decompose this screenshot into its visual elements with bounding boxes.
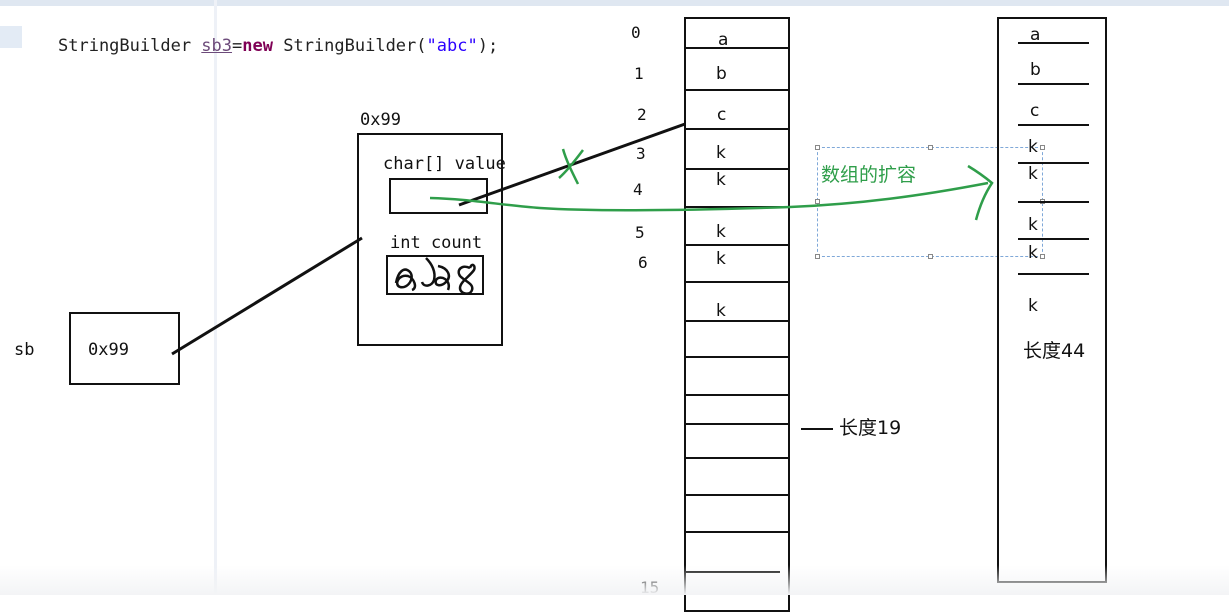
- array1-cell: k: [716, 301, 726, 321]
- array1-index: 1: [634, 64, 644, 83]
- window-top-bar: [0, 0, 1229, 6]
- array1-index: 3: [636, 144, 646, 163]
- array1-row-line: [684, 47, 790, 49]
- array1-row-line: [684, 494, 790, 496]
- selection-handle: [815, 254, 820, 259]
- array1-cell: k: [716, 222, 726, 242]
- array1-row-line: [684, 206, 790, 208]
- selection-handle: [928, 145, 933, 150]
- array1-length-label: 长度19: [839, 417, 902, 439]
- selection-handle: [815, 199, 820, 204]
- cross-out-mark: [558, 148, 584, 185]
- code-variable: sb3: [201, 36, 233, 56]
- array1-cell: k: [716, 249, 726, 269]
- array2-cell: b: [1030, 60, 1041, 80]
- array2-row-line: [1018, 162, 1089, 164]
- array2-cell: k: [1028, 164, 1038, 184]
- array1-cell: c: [717, 105, 727, 125]
- array1-row-line: [684, 531, 790, 533]
- array1-cell: a: [718, 30, 729, 50]
- code-type: StringBuilder: [58, 36, 202, 56]
- array1-index: 2: [637, 105, 647, 124]
- array1-row-line: [684, 356, 790, 358]
- editor-margin-line: [214, 0, 217, 595]
- selection-handle: [1040, 254, 1045, 259]
- selection-handle: [928, 254, 933, 259]
- selection-handle: [1040, 145, 1045, 150]
- array1-row-line: [684, 457, 790, 459]
- editor-gutter-marker: [0, 26, 22, 48]
- array2-row-line: [1018, 42, 1089, 44]
- drawing-overlay: [171, 122, 994, 356]
- array1-cell: k: [716, 143, 726, 163]
- array2-cell: k: [1028, 296, 1038, 316]
- length-pointer-dash: [801, 428, 833, 430]
- sb-label: sb: [14, 340, 35, 360]
- field-int-count: int count: [390, 233, 483, 253]
- code-line: StringBuilder sb3=new StringBuilder("abc…: [58, 36, 498, 56]
- code-string: "abc": [426, 36, 478, 56]
- array1-row-line: [684, 168, 790, 170]
- array1-cell: k: [716, 170, 726, 190]
- code-end: );: [477, 36, 499, 56]
- array1-index: 6: [638, 253, 648, 272]
- array2-cell: k: [1028, 243, 1038, 263]
- array1-row-line: [684, 128, 790, 130]
- array1-index: 5: [635, 223, 645, 242]
- array2-row-line: [1018, 238, 1089, 240]
- scribble-old-count: [394, 268, 417, 292]
- array2-row-line: [1018, 83, 1089, 85]
- expansion-arrow: [429, 181, 989, 212]
- object-address: 0x99: [360, 110, 401, 130]
- array1-row-line: [684, 89, 790, 91]
- field-char-value: char[] value: [383, 154, 506, 174]
- expansion-annotation: 数组的扩容: [821, 164, 917, 186]
- bottom-fade: [0, 565, 1229, 595]
- scribble-count-3: [420, 257, 451, 291]
- array2-row-line: [1018, 124, 1089, 126]
- array1-index: 0: [631, 23, 641, 42]
- array2-cell: k: [1028, 215, 1038, 235]
- selection-handle: [815, 145, 820, 150]
- array2-length-label: 长度44: [1023, 340, 1086, 362]
- array2-row-line: [1018, 273, 1089, 275]
- array1-index: 4: [633, 180, 643, 199]
- array2-cell: c: [1030, 101, 1040, 121]
- array2-cell: a: [1030, 25, 1041, 45]
- array1-row-line: [684, 320, 790, 322]
- array1-row-line: [684, 394, 790, 396]
- code-constructor: StringBuilder(: [272, 36, 427, 56]
- code-keyword: new: [242, 36, 273, 56]
- array1-row-line: [684, 423, 790, 425]
- sb-to-object-line: [171, 236, 363, 356]
- code-assign: =: [232, 36, 243, 56]
- array1-row-line: [684, 281, 790, 283]
- sb-reference-value: 0x99: [88, 340, 129, 360]
- scribble-count-8: [457, 263, 476, 295]
- array2-cell: k: [1028, 137, 1038, 157]
- count-field-box: [386, 255, 484, 295]
- array2-row-line: [1018, 201, 1089, 203]
- array1-row-line: [684, 244, 790, 246]
- array1-cell: b: [716, 64, 727, 84]
- expansion-arrow-head: [967, 164, 994, 221]
